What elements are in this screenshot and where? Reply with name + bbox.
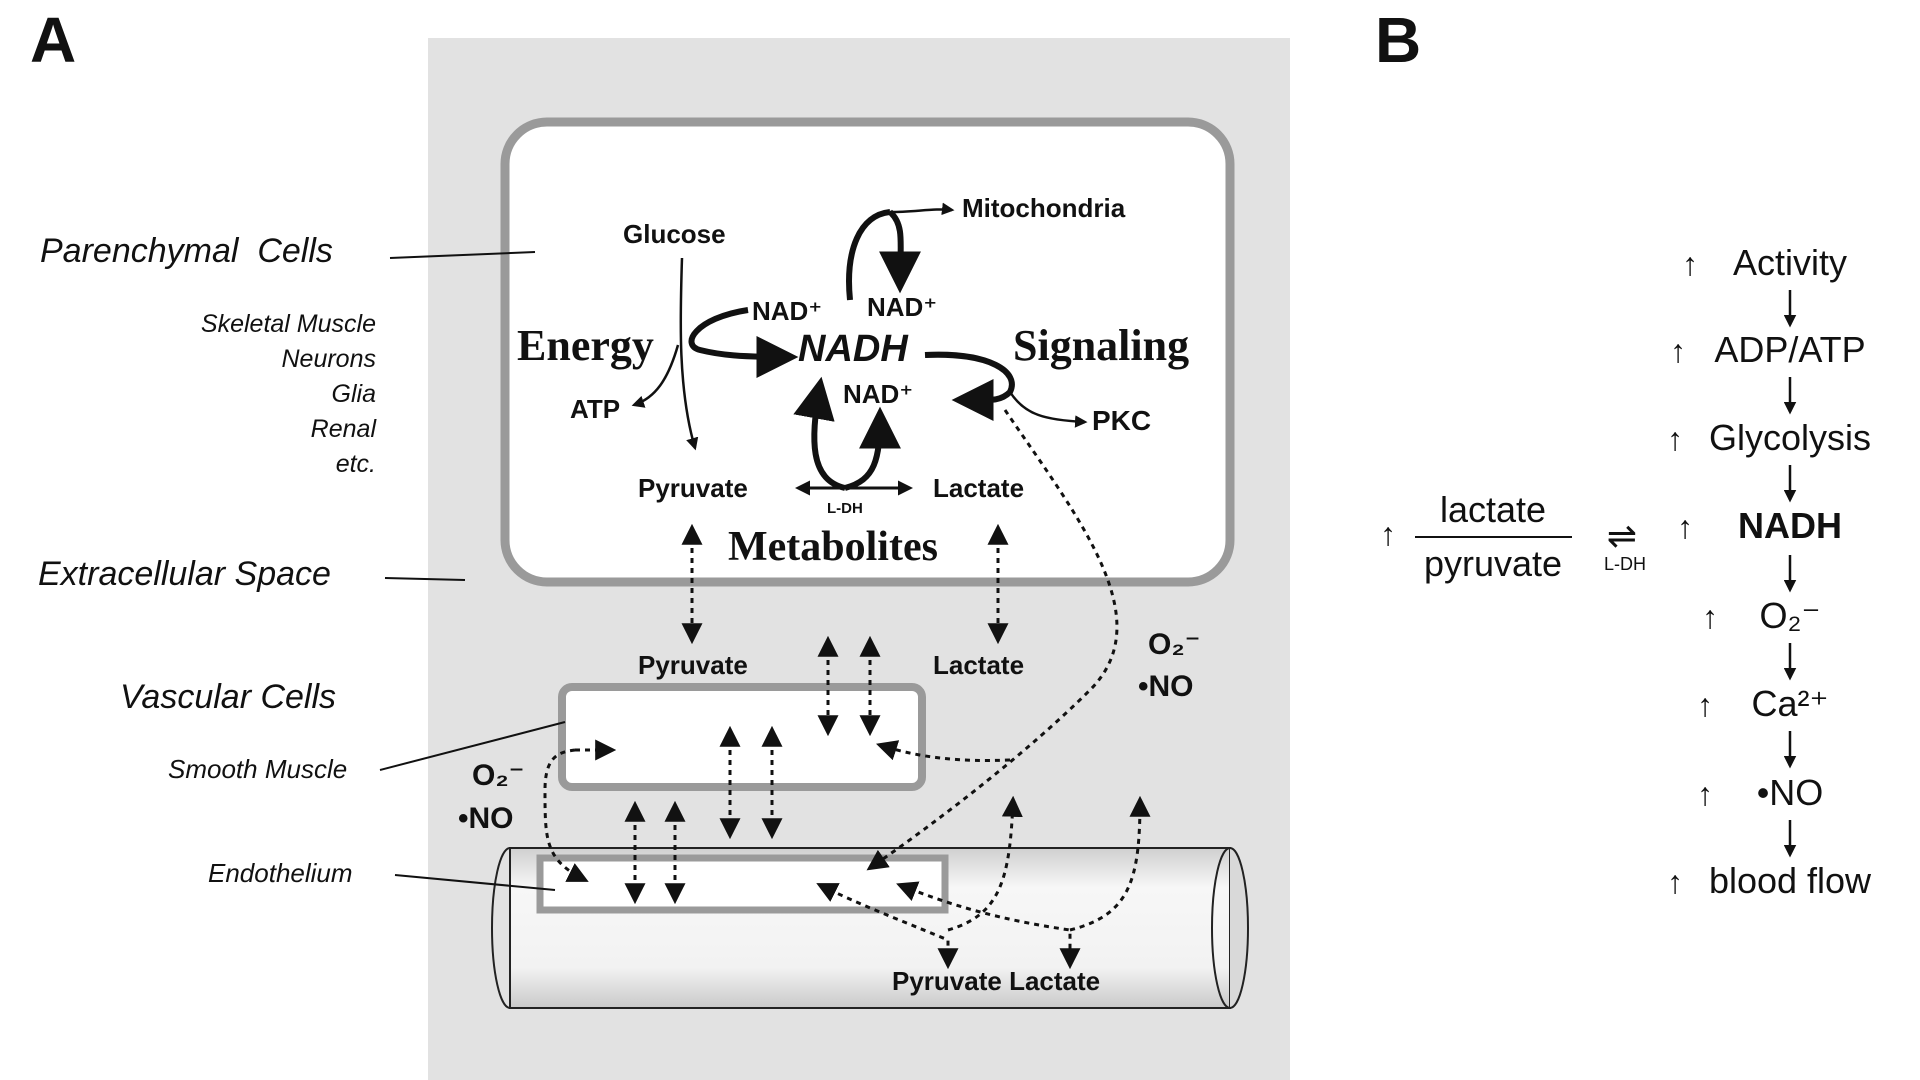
cell-type-list: Skeletal Muscle Neurons Glia Renal etc. — [201, 310, 378, 478]
cascade-step: ↑ Glycolysis — [1667, 417, 1871, 458]
cascade-step-text: blood flow — [1709, 860, 1872, 901]
cell-type-item: Glia — [332, 380, 377, 408]
cascade-step: ↑ Ca²⁺ — [1697, 683, 1829, 724]
label-atp: ATP — [570, 394, 620, 424]
leader-smooth-muscle — [379, 721, 566, 771]
leader-extracellular — [384, 577, 466, 581]
increase-arrow: ↑ — [1670, 333, 1686, 369]
cascade-step-text: O₂⁻ — [1760, 595, 1821, 636]
label-metabolites: Metabolites — [728, 524, 938, 570]
cell-type-item: Skeletal Muscle — [201, 310, 376, 338]
ratio-denominator: pyruvate — [1424, 543, 1562, 584]
increase-arrow: ↑ — [1697, 687, 1713, 723]
ratio-numerator: lactate — [1440, 489, 1546, 530]
panel-b: B ↑ Activity ↑ ADP/ATP ↑ Glycolysis ↑ NA… — [1375, 4, 1872, 901]
label-signaling: Signaling — [1013, 321, 1189, 370]
label-pyruvate-lactate-vessel: Pyruvate Lactate — [892, 966, 1100, 996]
cell-type-item: Renal — [311, 415, 378, 443]
cascade-step-text: ADP/ATP — [1714, 329, 1865, 370]
label-nitric-oxide-left: •NO — [458, 802, 514, 835]
cascade-step: ↑ O₂⁻ — [1702, 595, 1820, 636]
label-glucose: Glucose — [623, 219, 726, 249]
label-pkc: PKC — [1092, 405, 1151, 436]
label-ldh-cell: L-DH — [827, 500, 863, 517]
increase-arrow: ↑ — [1667, 421, 1683, 457]
increase-arrow: ↑ — [1682, 246, 1698, 282]
label-nitric-oxide-right: •NO — [1138, 670, 1194, 703]
label-nad-plus-bottom: NAD⁺ — [843, 379, 913, 409]
label-lactate-cell: Lactate — [933, 473, 1024, 503]
cascade-step: ↑ ADP/ATP — [1670, 329, 1866, 370]
cascade-step-text: Glycolysis — [1709, 417, 1871, 458]
increase-arrow: ↑ — [1667, 864, 1683, 900]
label-pyruvate-cell: Pyruvate — [638, 473, 748, 503]
label-lactate-extracellular: Lactate — [933, 650, 1024, 680]
label-vascular-cells: Vascular Cells — [120, 678, 336, 716]
smooth-muscle-cell — [558, 683, 926, 791]
increase-arrow: ↑ — [1702, 599, 1718, 635]
transport-arrows — [543, 409, 1151, 970]
lactate-pyruvate-ratio: ↑ lactate pyruvate ⇌ L-DH — [1380, 489, 1646, 584]
leader-parenchymal — [389, 251, 536, 259]
cascade-step-text: NADH — [1738, 505, 1842, 546]
parenchymal-cell — [500, 117, 1235, 587]
cascade-step: ↑ •NO — [1697, 772, 1823, 813]
label-superoxide-left: O₂⁻ — [472, 759, 525, 792]
equilibrium-arrow: ⇌ — [1607, 515, 1637, 556]
label-pyruvate-extracellular: Pyruvate — [638, 650, 748, 680]
cascade-step-text: Ca²⁺ — [1751, 683, 1828, 724]
label-nadh: NADH — [798, 328, 909, 370]
cascade: ↑ Activity ↑ ADP/ATP ↑ Glycolysis ↑ NADH… — [1667, 242, 1872, 901]
panel-b-label: B — [1375, 4, 1421, 76]
label-mitochondria: Mitochondria — [962, 193, 1126, 223]
increase-arrow: ↑ — [1697, 776, 1713, 812]
endothelial-cell — [536, 854, 949, 914]
leader-endothelium — [394, 874, 556, 891]
label-parenchymal-cells: Parenchymal Cells — [40, 232, 333, 270]
increase-arrow: ↑ — [1380, 516, 1396, 552]
label-smooth-muscle: Smooth Muscle — [168, 754, 347, 784]
increase-arrow: ↑ — [1677, 509, 1693, 545]
cascade-step: ↑ blood flow — [1667, 860, 1872, 901]
label-nad-plus-right: NAD⁺ — [867, 292, 937, 322]
panel-a: A Parenchymal Cells Skeletal Muscle Neur… — [30, 4, 1290, 1080]
cascade-step: ↑ Activity — [1682, 242, 1847, 283]
cascade-step-text: •NO — [1757, 772, 1824, 813]
panel-a-label: A — [30, 4, 76, 76]
label-superoxide-right: O₂⁻ — [1148, 628, 1201, 661]
cascade-step-text: Activity — [1733, 242, 1847, 283]
metabolic-arrows — [631, 202, 1088, 496]
label-energy: Energy — [517, 321, 654, 370]
label-extracellular-space: Extracellular Space — [38, 555, 331, 593]
cell-type-item: etc. — [336, 450, 376, 478]
label-nad-plus-left: NAD⁺ — [752, 296, 822, 326]
cell-type-item: Neurons — [282, 345, 377, 373]
label-endothelium: Endothelium — [208, 858, 353, 888]
ratio-enzyme: L-DH — [1604, 554, 1646, 574]
cascade-step: ↑ NADH — [1677, 505, 1842, 546]
